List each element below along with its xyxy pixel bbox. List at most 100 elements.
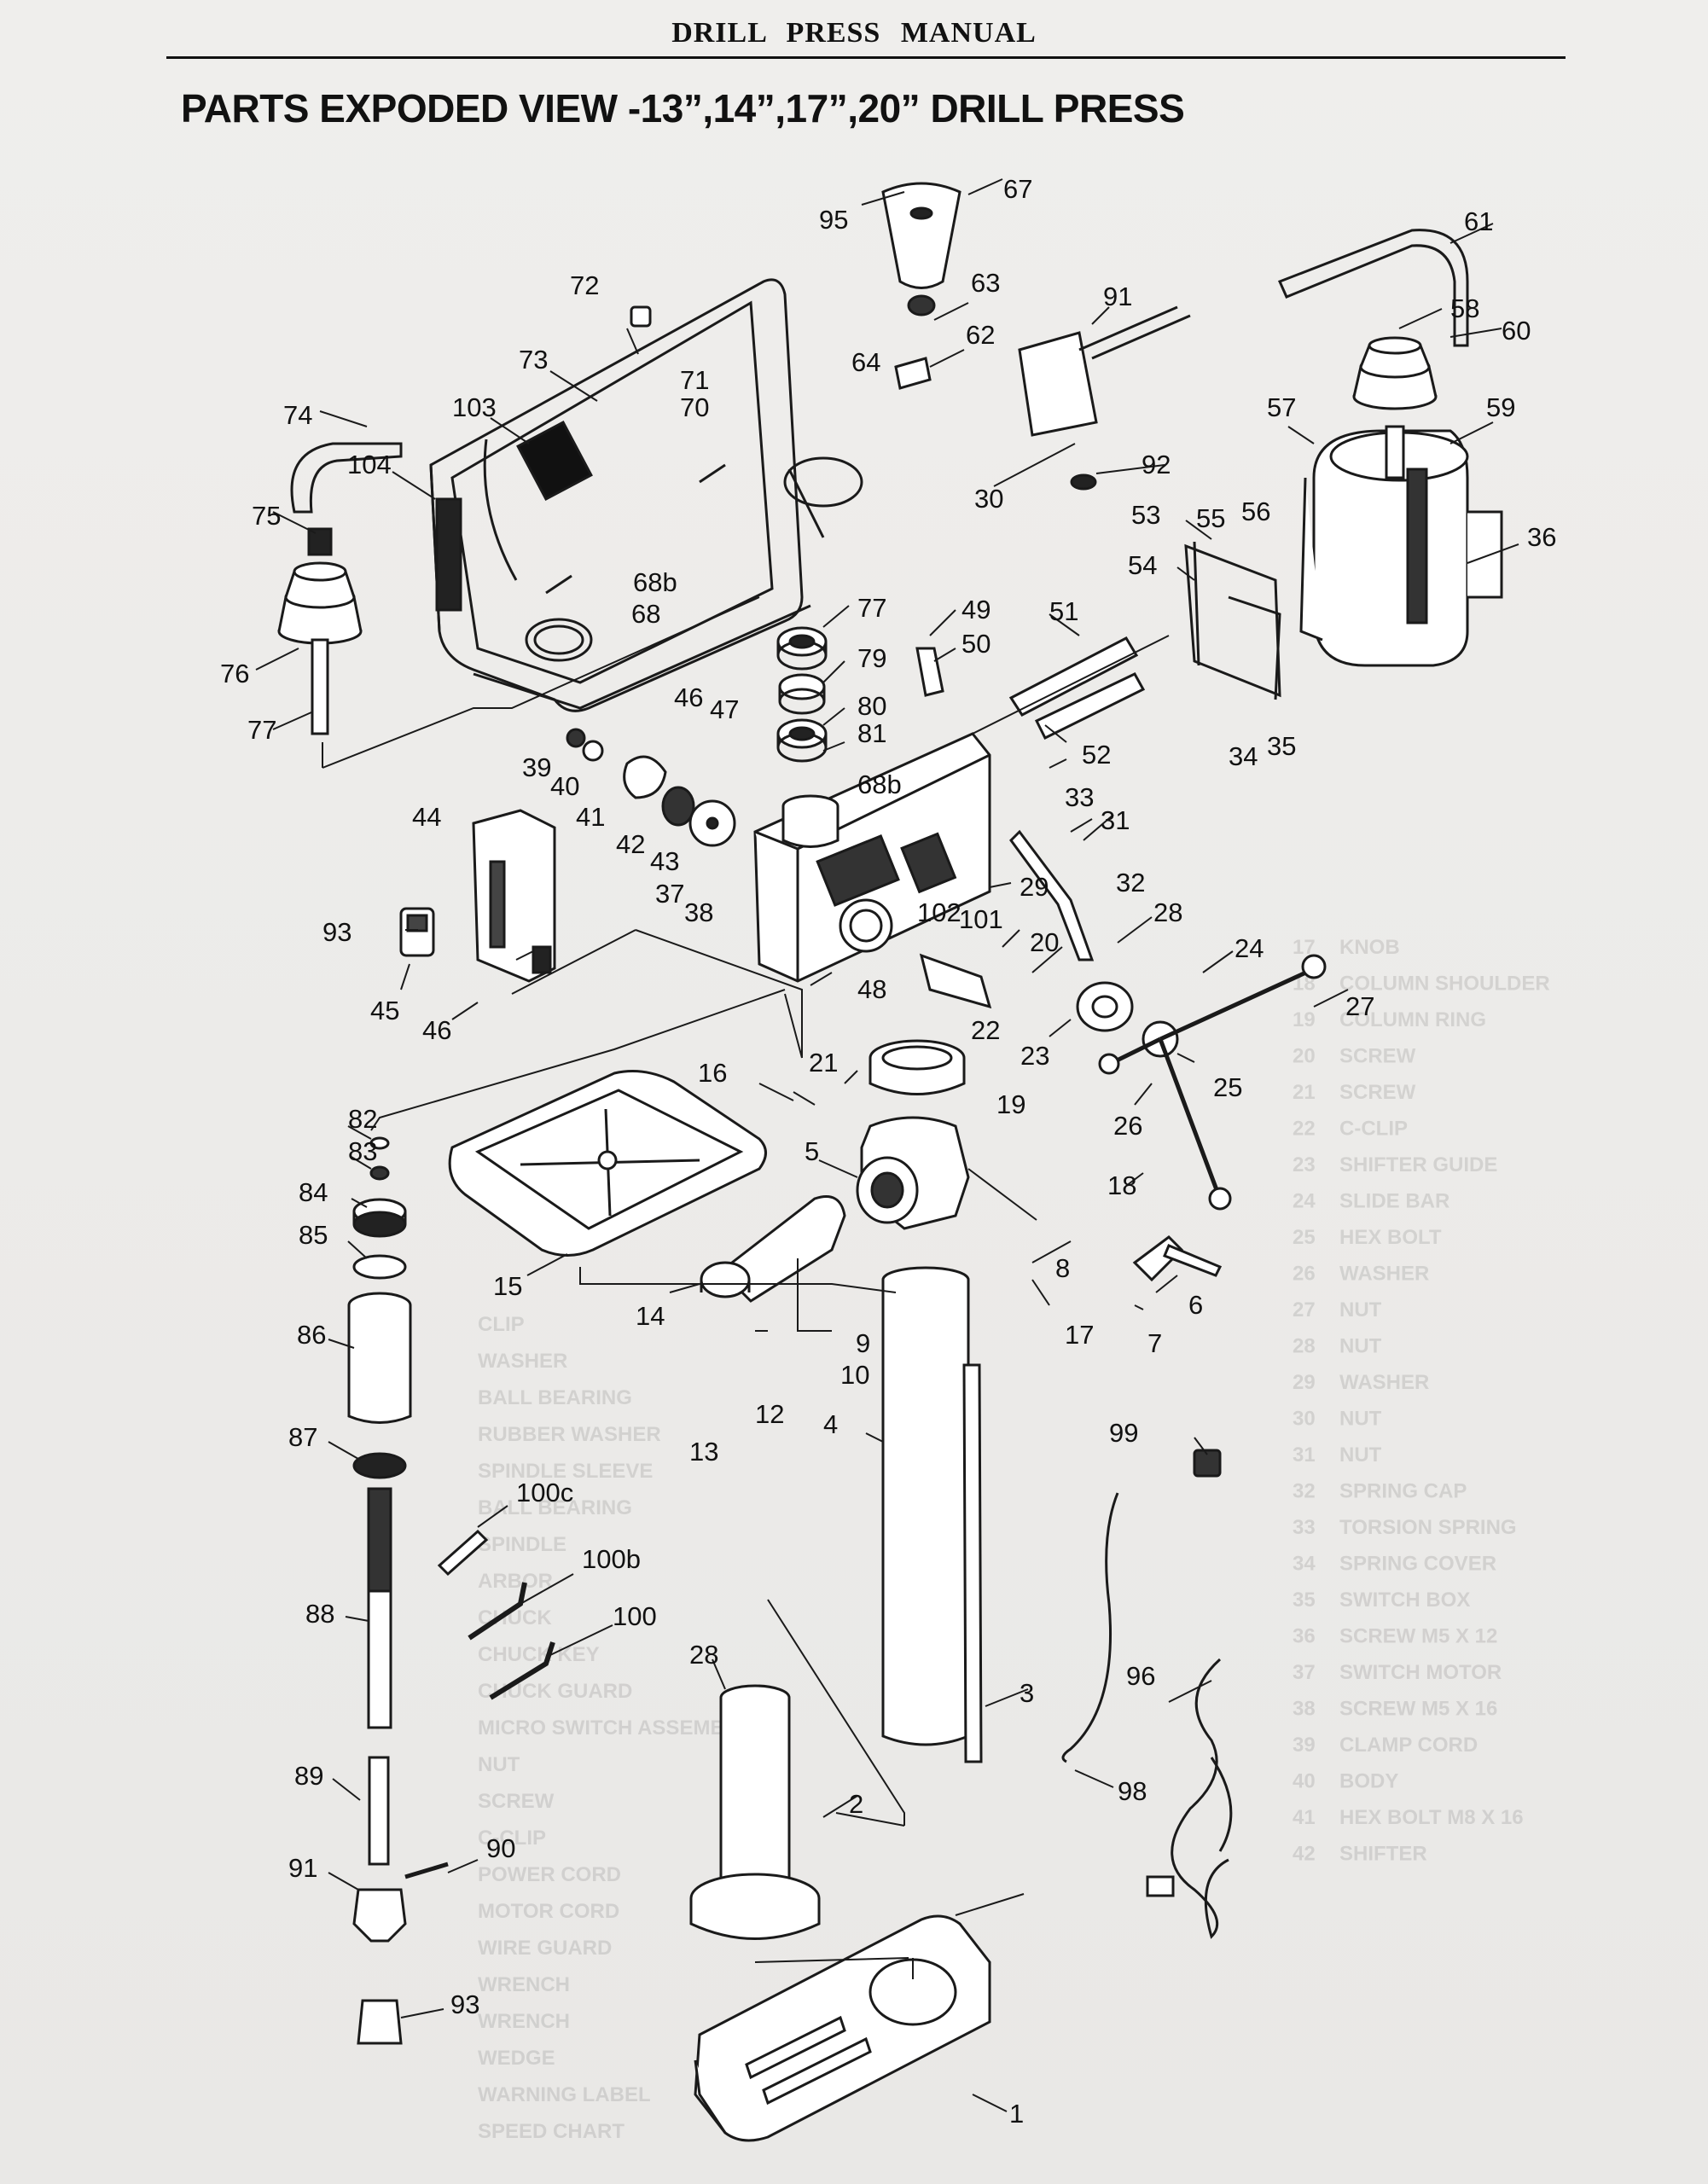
bleed-row-desc: SHIFTER GUIDE (1339, 1153, 1497, 1176)
callout-102: 100b (582, 1544, 641, 1574)
callout-9: 9 (856, 1328, 870, 1358)
rack (962, 1363, 983, 1763)
callout-6: 6 (1188, 1290, 1203, 1320)
bleed-row-num: 37 (1293, 1661, 1316, 1684)
callout-10: 10 (840, 1360, 869, 1390)
callout-59: 58 (1450, 293, 1479, 323)
micro-switch (399, 907, 435, 957)
head-body (753, 732, 991, 983)
feed-handles (1098, 954, 1327, 1211)
bleed-mid-row: SPINDLE (478, 1533, 566, 1556)
callout-49: 47 (710, 694, 739, 724)
bleed-row-num: 34 (1293, 1553, 1316, 1576)
motor-bracket (1184, 541, 1281, 700)
callout-69: 68b (633, 567, 677, 597)
callout-8: 8 (1055, 1253, 1070, 1283)
bleed-row-desc: CLAMP CORD (1339, 1734, 1478, 1757)
callout-76: 76 (220, 659, 249, 688)
callout-16: 16 (698, 1058, 727, 1088)
callout-80: 79 (857, 643, 886, 673)
belt-74 (290, 442, 403, 514)
callouts: 95 67 61 72 63 91 58 60 64 62 73 71 70 7… (220, 174, 1556, 2129)
callout-57: 56 (1241, 497, 1270, 526)
callout-22: 22 (971, 1015, 1000, 1045)
callout-92: 90 (486, 1833, 515, 1863)
motor-pulley (1352, 336, 1438, 410)
spring-assembly (566, 728, 736, 847)
bleed-mid-row: WRENCH (478, 1973, 570, 1996)
bleed-row-desc: COLUMN SHOULDER (1339, 973, 1550, 996)
spindle-assembly (347, 1136, 449, 2045)
callout-17: 17 (1065, 1320, 1094, 1350)
callout-96: 92 (1142, 450, 1171, 479)
bleed-row-desc: KNOB (1339, 936, 1400, 959)
header-rule (166, 56, 1566, 59)
table-arm (700, 1195, 846, 1303)
bleed-row-desc: SWITCH MOTOR (1339, 1661, 1502, 1684)
bleed-mid-row: CLIP (478, 1313, 525, 1336)
callout-81: 80 (857, 691, 886, 721)
callout-55: 53 (1131, 500, 1160, 530)
work-table (448, 1070, 767, 1257)
callout-43: 42 (616, 829, 645, 859)
callout-71: 71 (680, 365, 709, 395)
header-title: DRILL PRESS MANUAL (671, 17, 1037, 49)
bleed-mid-row: WEDGE (478, 2047, 555, 2070)
bleed-row-num: 23 (1293, 1153, 1316, 1176)
callout-36: 35 (1267, 731, 1296, 761)
callout-19: 19 (996, 1089, 1025, 1119)
bleed-row-desc: SCREW M5 X 12 (1339, 1625, 1497, 1648)
callout-13: 13 (689, 1437, 718, 1467)
bleed-row-num: 35 (1293, 1589, 1316, 1612)
callout-44: 43 (650, 846, 679, 876)
callout-42: 41 (576, 802, 605, 832)
callout-63: 62 (966, 320, 995, 350)
bleed-row-desc: SLIDE BAR (1339, 1190, 1449, 1213)
callout-1: 1 (1009, 2099, 1024, 2129)
callout-31: 30 (974, 484, 1003, 514)
callout-60: 59 (1486, 392, 1515, 422)
bleed-row-desc: SCREW M5 X 16 (1339, 1698, 1497, 1721)
callout-24: 24 (1235, 933, 1264, 963)
pinion-hub (919, 953, 1134, 1032)
bleed-mid-row: MOTOR CORD (478, 1900, 619, 1923)
leader-lines (255, 178, 1519, 2112)
bleed-row-num: 21 (1293, 1081, 1316, 1104)
bleed-row-desc: C-CLIP (1339, 1118, 1408, 1141)
callout-26: 26 (1113, 1111, 1142, 1141)
bleed-row-num: 41 (1293, 1806, 1316, 1829)
callout-4: 4 (823, 1409, 838, 1439)
bleed-row-desc: NUT (1339, 1408, 1382, 1431)
callout-51: 49 (961, 595, 991, 624)
callout-77: 77 (247, 715, 276, 745)
switch-box (472, 809, 556, 983)
callout-61: 60 (1502, 316, 1531, 346)
callout-99: 95 (819, 205, 848, 235)
callout-75: 75 (252, 501, 281, 531)
callout-70: 70 (680, 392, 709, 422)
callout-40: 39 (522, 752, 551, 782)
bleed-mid-row: POWER CORD (478, 1863, 621, 1886)
bleed-row-desc: HEX BOLT M8 X 16 (1339, 1806, 1524, 1829)
shifter-handle (1009, 829, 1095, 961)
callout-54: 52 (1082, 740, 1111, 770)
callout-72: 72 (570, 270, 599, 300)
bleed-row-desc: WASHER (1339, 1263, 1429, 1286)
callout-5: 5 (805, 1136, 819, 1166)
callout-56a: 55 (1196, 503, 1225, 533)
bleed-row-num: 24 (1293, 1190, 1316, 1213)
callout-87: 86 (297, 1320, 326, 1350)
bleed-row-num: 32 (1293, 1480, 1316, 1503)
callout-103: 100c (516, 1478, 573, 1507)
callout-25: 25 (1213, 1072, 1242, 1102)
bleed-mid-row: SCREW (478, 1790, 555, 1813)
crank-handle (1132, 1235, 1223, 1282)
callout-56: 54 (1128, 550, 1157, 580)
callout-67: 67 (1003, 174, 1032, 204)
callout-100b: 98 (1118, 1776, 1147, 1806)
bleed-row-num: 20 (1293, 1045, 1316, 1068)
drill-base (694, 1914, 991, 2142)
callout-100c: 99 (1109, 1418, 1138, 1448)
